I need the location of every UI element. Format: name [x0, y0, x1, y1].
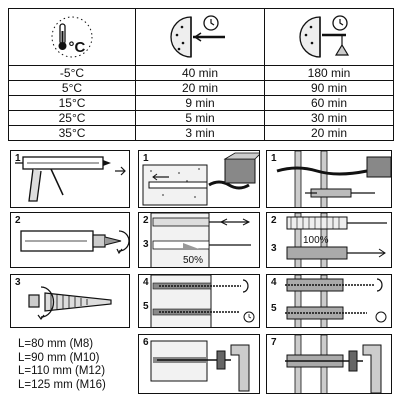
mesh-sleeve-fill-icon — [286, 213, 387, 267]
right-panel-sleeve-fill: 2 3 100% — [266, 212, 392, 268]
hollow-wall-drill-icon — [276, 151, 391, 207]
right-panel-insert-rod: 4 5 — [266, 274, 392, 328]
temperature-header-cell: °C — [8, 8, 136, 66]
mixer-nozzle-icon — [28, 286, 112, 320]
gel-time-cell: 5 min — [135, 110, 265, 126]
temp-cell: 25°C — [8, 110, 136, 126]
rod-length-item: L=125 mm (M16) — [18, 378, 106, 391]
left-panel-mixer-nozzle: 3 — [10, 274, 130, 328]
hollow-wall-torque-icon — [285, 335, 382, 393]
cure-time-cell: 180 min — [264, 65, 394, 81]
cure-time-table: °C -5°C — [8, 8, 394, 141]
thermometer-icon — [51, 16, 93, 58]
rod-length-list: L=80 mm (M8) L=90 mm (M10) L=110 mm (M12… — [18, 338, 106, 392]
step-number: 1 — [143, 153, 149, 164]
gel-time-cell: 9 min — [135, 95, 265, 111]
rod-length-item: L=80 mm (M8) — [18, 338, 94, 350]
temp-cell: 5°C — [8, 80, 136, 96]
step-number: 4 — [143, 277, 149, 288]
right-panel-tighten: 7 — [266, 334, 392, 394]
step-number: 3 — [143, 239, 149, 250]
step-number: 1 — [271, 153, 277, 164]
fill-percent-label: 50% — [183, 255, 204, 266]
threaded-rod-insert-icon — [150, 275, 255, 327]
rod-length-item: L=90 mm (M10) — [18, 351, 100, 364]
brush-clean-icon — [150, 213, 251, 267]
temp-cell: -5°C — [8, 65, 136, 81]
sleeve-rod-insert-icon — [285, 275, 387, 327]
gel-time-cell: 40 min — [135, 65, 265, 81]
cure-time-header-cell — [264, 8, 394, 66]
mid-panel-insert-rod: 4 5 — [138, 274, 260, 328]
gel-time-header-cell — [135, 8, 265, 66]
temp-cell: 15°C — [8, 95, 136, 111]
left-panel-cartridge-nozzle: 2 — [10, 212, 130, 268]
cure-time-cell: 90 min — [264, 80, 394, 96]
cure-time-cell: 60 min — [264, 95, 394, 111]
cure-time-cell: 20 min — [264, 125, 394, 141]
gel-time-cell: 3 min — [135, 125, 265, 141]
step-number: 3 — [15, 277, 21, 288]
step-number: 5 — [271, 303, 277, 314]
cure-time-load-icon — [299, 15, 350, 58]
drill-hole-icon — [142, 152, 259, 206]
mid-panel-drill: 1 — [138, 150, 260, 208]
fill-percent-label: 100% — [303, 235, 329, 246]
gel-time-clock-icon — [170, 15, 225, 58]
step-number: 2 — [143, 215, 149, 226]
right-panel-drill: 1 — [266, 150, 392, 208]
left-panel-cartridge-gun: 1 — [10, 150, 130, 208]
step-number: 3 — [271, 243, 277, 254]
gel-time-cell: 20 min — [135, 80, 265, 96]
torque-wrench-icon — [150, 340, 250, 392]
table-header-row: °C — [8, 8, 394, 66]
temperature-unit-label: °C — [68, 38, 86, 56]
cure-time-cell: 30 min — [264, 110, 394, 126]
cartridge-nozzle-icon — [20, 230, 129, 255]
step-number: 2 — [271, 215, 277, 226]
step-number: 5 — [143, 301, 149, 312]
mid-panel-tighten: 6 — [138, 334, 260, 394]
temp-cell: 35°C — [8, 125, 136, 141]
step-number: 2 — [15, 215, 21, 226]
step-number: 6 — [143, 337, 149, 348]
step-number: 7 — [271, 337, 277, 348]
step-number: 4 — [271, 277, 277, 288]
mid-panel-clean-hole: 2 3 50% — [138, 212, 260, 268]
rod-length-item: L=110 mm (M12) — [18, 365, 106, 377]
step-number: 1 — [15, 153, 21, 164]
cartridge-gun-icon — [15, 156, 126, 202]
